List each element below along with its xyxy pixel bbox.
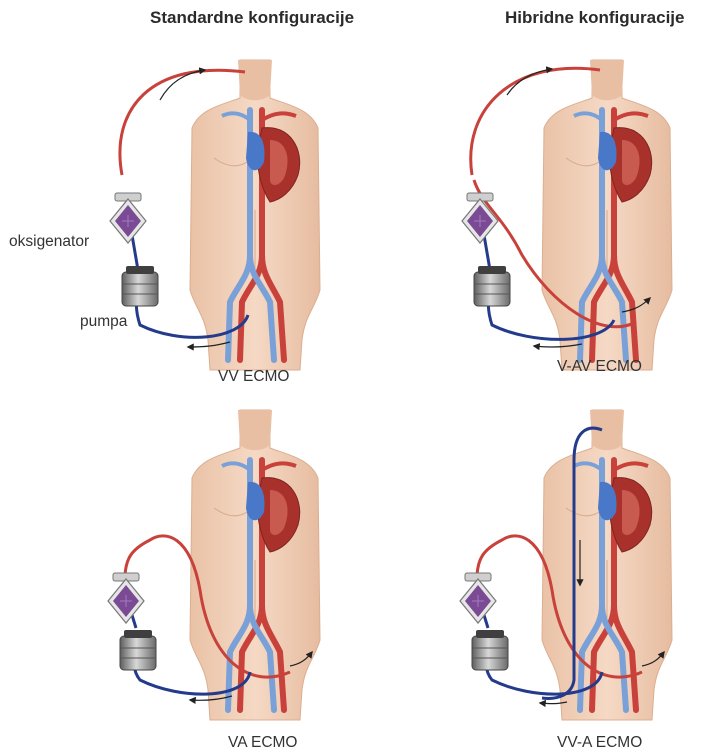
oxygenator-icon <box>460 573 496 623</box>
pump-icon <box>472 630 508 670</box>
caption-vv-a-ecmo: VV-A ECMO <box>557 734 642 752</box>
